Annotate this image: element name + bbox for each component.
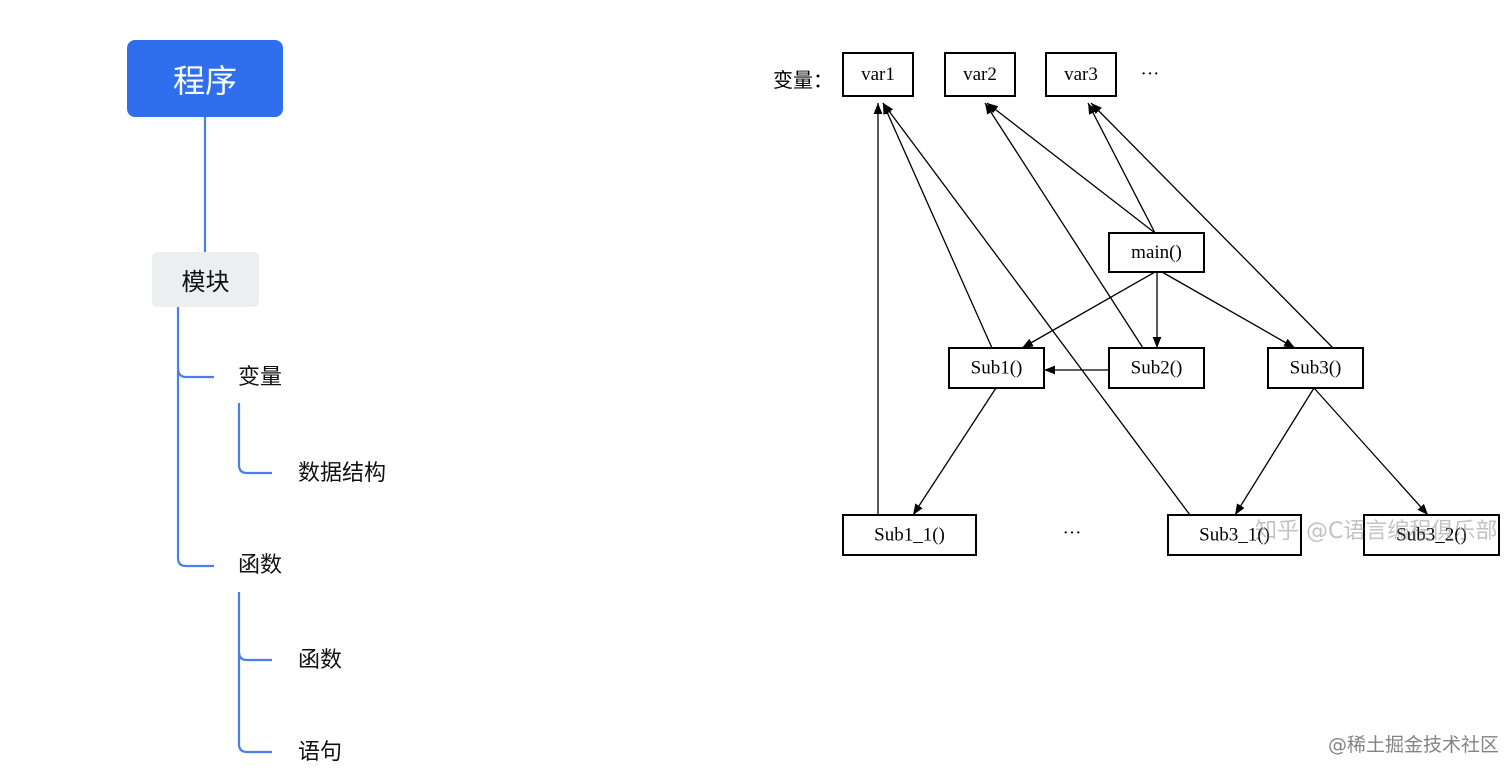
edge-main-to-var3 [1087,102,1156,234]
node-var1[interactable]: var1 [842,52,914,97]
node-var3[interactable]: var3 [1045,52,1117,97]
node-label-var2: var2 [963,64,997,85]
node-sub2[interactable]: Sub2() [1108,347,1205,389]
node-label-main: main() [1131,242,1182,263]
node-sub1_1[interactable]: Sub1_1() [842,514,977,556]
node-box-main [1108,232,1205,273]
mind-map: 程序 模块 变量 数据结构 函数 函数 语句 [0,0,700,773]
node-box-var3 [1045,52,1117,97]
mind-map-statement-node[interactable]: 语句 [298,740,343,765]
edge-sub3-to-var3 [1090,102,1334,349]
edge-main-to-sub3 [1161,271,1296,349]
node-sub3_2[interactable]: Sub3_2() [1363,514,1500,556]
node-box-var2 [944,52,1016,97]
variables-label: 变量： [773,68,833,92]
node-label-var3: var3 [1064,64,1098,85]
juejin-watermark: @稀土掘金技术社区 [1328,734,1500,756]
edge-sub3-to-sub3_1 [1234,387,1315,516]
edge-sub3_1-to-var1 [882,102,1191,516]
node-label-sub3_1: Sub3_1() [1199,525,1270,546]
graph-nodes: var1 var2 var3 main() Sub1() Sub2() Sub3() Sub1… [842,52,1500,556]
node-box-var1 [842,52,914,97]
edge-sub1-to-var1 [882,102,993,349]
edge-sub3-to-sub3_2 [1313,387,1429,516]
node-sub3_1[interactable]: Sub3_1() [1167,514,1302,556]
connector-variable [176,367,214,379]
mind-map-data-structure-node[interactable]: 数据结构 [298,461,387,486]
call-graph: 变量： ··· ··· var1 var2 var3 main() Sub1() Sub2… [773,52,1500,556]
zhihu-watermark: 知乎 @C语言编程俱乐部 [1255,519,1498,544]
graph-edges [873,102,1429,516]
node-sub3[interactable]: Sub3() [1267,347,1364,389]
node-box-sub1 [948,347,1045,389]
node-box-sub1_1 [842,514,977,556]
node-label-sub3: Sub3() [1290,358,1342,379]
node-var2[interactable]: var2 [944,52,1016,97]
mind-map-root[interactable]: 程序 [127,40,283,117]
node-label-sub1_1: Sub1_1() [874,525,945,546]
node-label-sub3_2: Sub3_2() [1396,525,1467,546]
connector-function-children [237,592,272,754]
node-box-sub3_2 [1363,514,1500,556]
node-box-sub3_1 [1167,514,1302,556]
mind-map-connectors [176,117,272,754]
mind-map-function-node[interactable]: 函数 [238,553,283,578]
connector-function-child [237,651,272,662]
mind-map-variable-node[interactable]: 变量 [238,365,283,390]
node-box-sub3 [1267,347,1364,389]
edge-main-to-sub1 [1021,271,1156,349]
edge-main-to-var2 [986,102,1156,234]
connector-module-children [176,307,214,568]
node-main[interactable]: main() [1108,232,1205,273]
edge-sub2-to-var2 [984,102,1144,349]
ellipsis-bottom: ··· [1063,523,1082,544]
node-label-sub2: Sub2() [1131,358,1183,379]
connector-variable-children [237,403,272,475]
edge-sub1-to-sub1_1 [912,387,997,516]
node-sub1[interactable]: Sub1() [948,347,1045,389]
node-box-sub2 [1108,347,1205,389]
ellipsis-top: ··· [1141,64,1160,85]
mind-map-function-child-node[interactable]: 函数 [298,648,343,673]
node-label-sub1: Sub1() [971,358,1023,379]
node-label-var1: var1 [861,64,895,85]
mind-map-module-node[interactable]: 模块 [152,252,259,307]
